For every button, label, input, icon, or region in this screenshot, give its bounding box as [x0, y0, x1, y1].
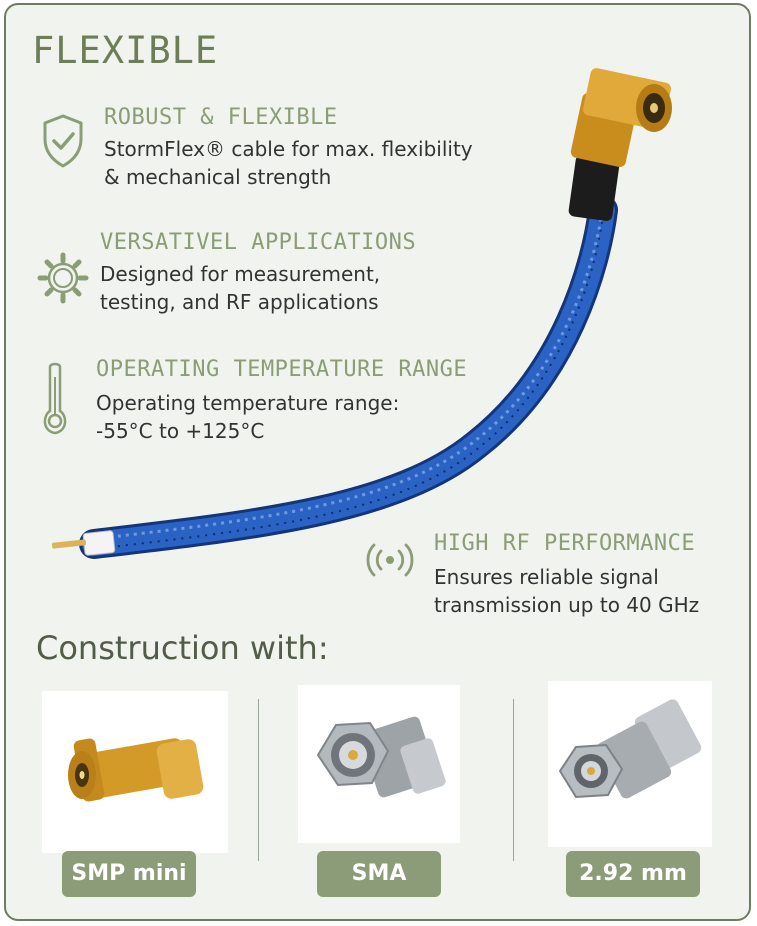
connector-label-sma: SMA	[317, 851, 441, 897]
cable-illustration	[51, 68, 672, 559]
feature-desc-robust-line2: & mechanical strength	[104, 165, 332, 189]
connector-label-smp-mini: SMP mini	[62, 851, 196, 897]
shield-check-icon	[43, 114, 83, 168]
feature-desc-temperature-line1: Operating temperature range:	[96, 391, 400, 415]
2-92mm-connector-image	[548, 681, 712, 847]
right-angle-connector	[570, 68, 672, 167]
page-title: FLEXIBLE	[32, 29, 219, 72]
thermometer-icon	[43, 362, 67, 435]
product-card: FLEXIBLE ROBUST & FLEXIBLE StormFlex® ca…	[4, 3, 751, 921]
divider-1	[258, 699, 259, 861]
feature-desc-robust-line1: StormFlex® cable for max. flexibility	[104, 137, 473, 161]
feature-title-temperature: OPERATING TEMPERATURE RANGE	[96, 357, 468, 382]
sma-connector-image	[298, 685, 460, 843]
feature-title-rf: HIGH RF PERFORMANCE	[434, 531, 696, 556]
connector-label-2-92mm: 2.92 mm	[566, 851, 700, 897]
feature-desc-rf-line1: Ensures reliable signal	[434, 565, 659, 589]
feature-title-applications: VERSATIVEL APPLICATIONS	[100, 230, 417, 255]
gear-icon	[37, 252, 89, 304]
signal-waves-icon	[366, 543, 414, 577]
divider-2	[513, 699, 514, 861]
construction-heading: Construction with:	[36, 629, 329, 667]
feature-desc-applications-line2: testing, and RF applications	[100, 290, 379, 314]
feature-desc-rf-line2: transmission up to 40 GHz	[434, 593, 700, 617]
feature-desc-applications-line1: Designed for measurement,	[100, 262, 381, 286]
feature-title-robust: ROBUST & FLEXIBLE	[104, 105, 338, 130]
smp-mini-connector-image	[42, 691, 228, 853]
feature-desc-temperature-line2: -55°C to +125°C	[96, 419, 265, 443]
